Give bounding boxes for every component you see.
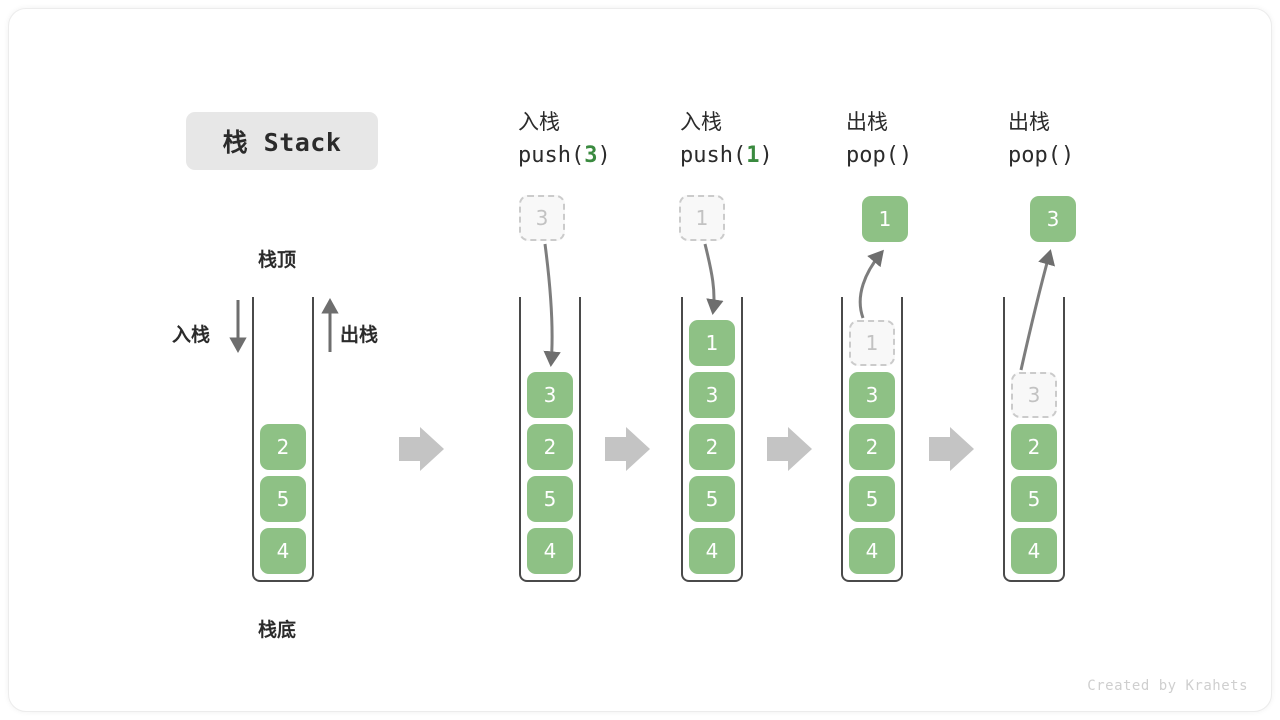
op-code-suffix: ) xyxy=(597,143,611,168)
op-header-cjk: 出栈 xyxy=(1008,110,1050,134)
op-code-arg: 1 xyxy=(746,143,760,168)
op-code-arg: 3 xyxy=(584,143,598,168)
op-header-code: pop() xyxy=(1008,139,1074,173)
stack-cell: 4 xyxy=(1011,528,1057,574)
op-header-pop-1: 出栈 pop() xyxy=(846,105,912,173)
stack-cell: 5 xyxy=(527,476,573,522)
op-code-suffix: ) xyxy=(898,143,913,168)
stack-tube-initial xyxy=(252,297,314,582)
stack-cell: 2 xyxy=(849,424,895,470)
op-header-push-3: 入栈 push(3) xyxy=(518,105,611,173)
stack-tube-pop-3 xyxy=(1003,297,1065,582)
stack-bottom-label: 栈底 xyxy=(258,619,297,641)
popped-cell: 1 xyxy=(862,196,908,242)
stack-cell: 3 xyxy=(527,372,573,418)
op-header-cjk: 入栈 xyxy=(518,110,560,134)
op-code-suffix: ) xyxy=(759,143,773,168)
pop-direction-label: 出栈 xyxy=(340,324,379,346)
stack-cell: 2 xyxy=(1011,424,1057,470)
op-code-prefix: push( xyxy=(680,143,747,168)
stack-tube-push-3 xyxy=(519,297,581,582)
stack-tube-pop-1 xyxy=(841,297,903,582)
stack-top-label: 栈顶 xyxy=(258,249,297,271)
stack-cell: 1 xyxy=(689,320,735,366)
op-header-code: push(3) xyxy=(518,139,611,173)
stack-ghost-cell: 1 xyxy=(849,320,895,366)
stack-tube-push-1 xyxy=(681,297,743,582)
stack-cell: 3 xyxy=(849,372,895,418)
floating-ghost-cell: 3 xyxy=(519,195,565,241)
op-header-push-1: 入栈 push(1) xyxy=(680,105,773,173)
push-direction-label: 入栈 xyxy=(172,324,211,346)
stack-cell: 4 xyxy=(527,528,573,574)
stack-cell: 4 xyxy=(689,528,735,574)
popped-cell: 3 xyxy=(1030,196,1076,242)
op-header-cjk: 出栈 xyxy=(846,110,888,134)
stack-cell: 2 xyxy=(689,424,735,470)
stack-cell: 3 xyxy=(689,372,735,418)
floating-ghost-cell: 1 xyxy=(679,195,725,241)
stack-cell: 5 xyxy=(689,476,735,522)
op-code-prefix: pop( xyxy=(1008,143,1061,168)
stack-cell: 5 xyxy=(260,476,306,522)
stack-cell: 4 xyxy=(260,528,306,574)
op-code-prefix: pop( xyxy=(846,143,899,168)
op-header-cjk: 入栈 xyxy=(680,110,722,134)
stack-cell: 5 xyxy=(1011,476,1057,522)
op-header-code: push(1) xyxy=(680,139,773,173)
stack-cell: 2 xyxy=(260,424,306,470)
op-header-code: pop() xyxy=(846,139,912,173)
stack-title-chip: 栈 Stack xyxy=(186,112,378,170)
stack-cell: 4 xyxy=(849,528,895,574)
watermark: Created by Krahets xyxy=(1087,678,1248,694)
op-code-prefix: push( xyxy=(518,143,585,168)
stack-cell: 5 xyxy=(849,476,895,522)
stack-ghost-cell: 3 xyxy=(1011,372,1057,418)
stack-cell: 2 xyxy=(527,424,573,470)
op-code-suffix: ) xyxy=(1060,143,1075,168)
op-header-pop-3: 出栈 pop() xyxy=(1008,105,1074,173)
stack-title-text: 栈 Stack xyxy=(222,128,342,157)
